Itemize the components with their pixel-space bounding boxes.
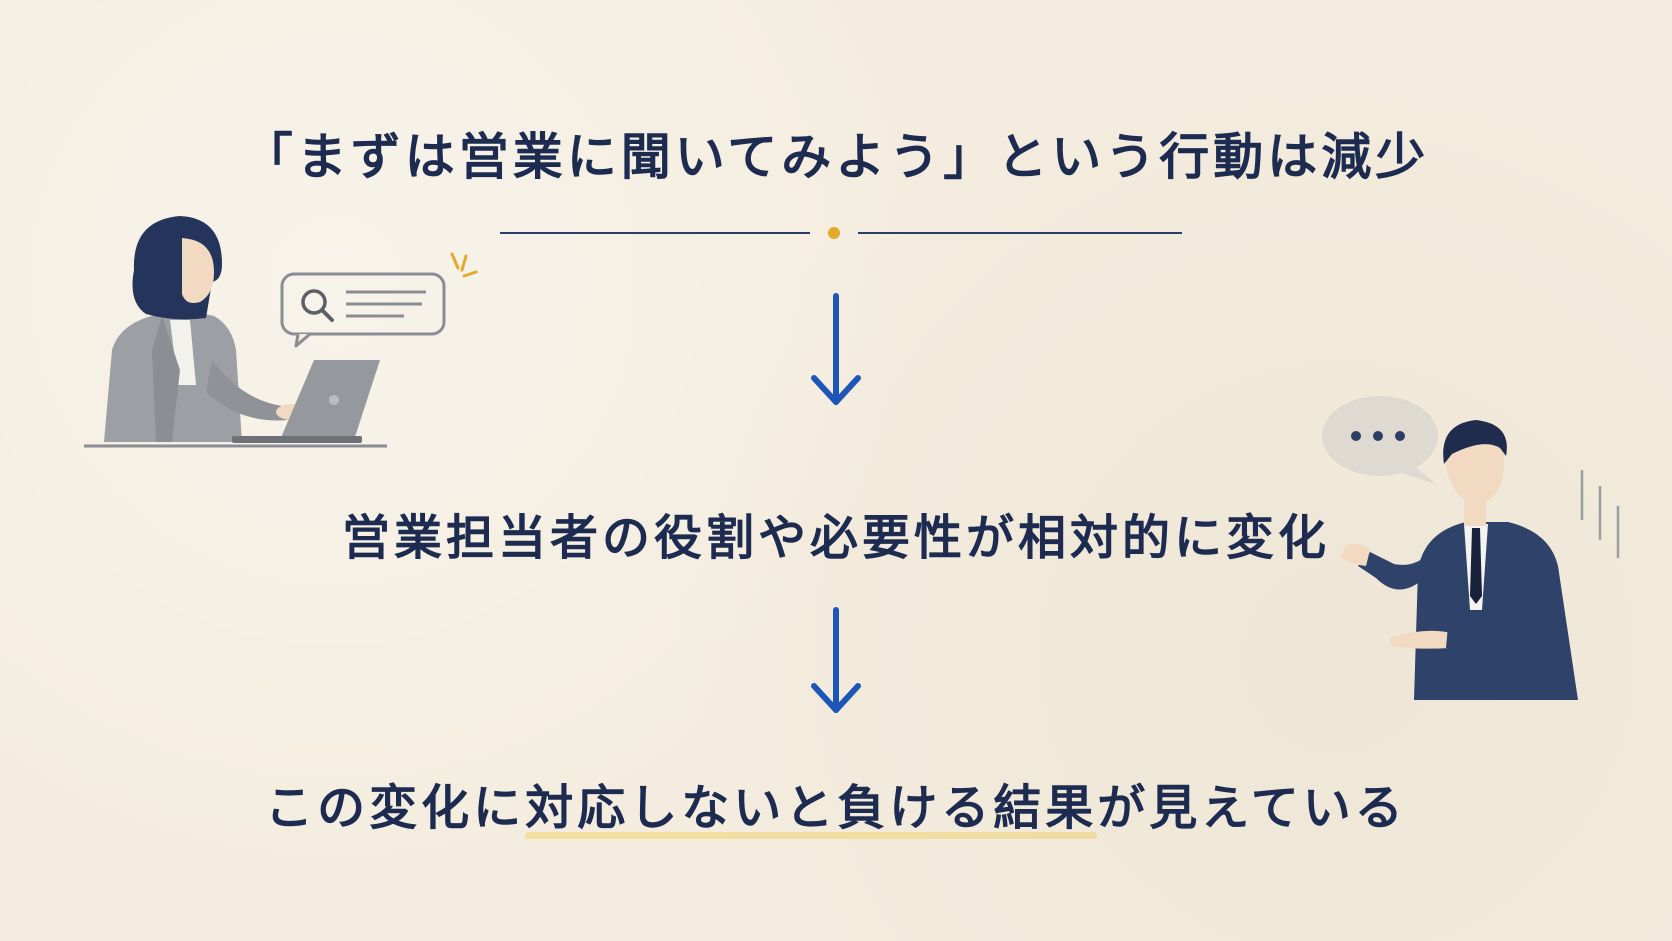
divider-line-left (500, 232, 810, 234)
title-divider (500, 226, 1182, 240)
speech-bubble-ellipsis-icon (1322, 396, 1438, 484)
conclusion-text-before: この変化に (265, 780, 526, 836)
search-icon (301, 289, 334, 322)
conclusion-highlight: 対応しないと負ける結果 (525, 775, 1098, 841)
divider-dot (828, 227, 840, 239)
middle-statement: 営業担当者の役割や必要性が相対的に変化 (341, 510, 1330, 566)
down-arrow-icon (811, 293, 861, 405)
woman-at-laptop-illustration (84, 216, 478, 448)
down-arrow-icon (811, 607, 861, 713)
slide-title: 「まずは営業に聞いてみよう」という行動は減少 (242, 127, 1430, 186)
divider-line-right (858, 232, 1182, 234)
conclusion-statement: この変化に対応しないと負ける結果が見えている (0, 775, 1672, 841)
conclusion-text-after: が見えている (1097, 780, 1407, 836)
businessman-illustration (1322, 396, 1620, 700)
